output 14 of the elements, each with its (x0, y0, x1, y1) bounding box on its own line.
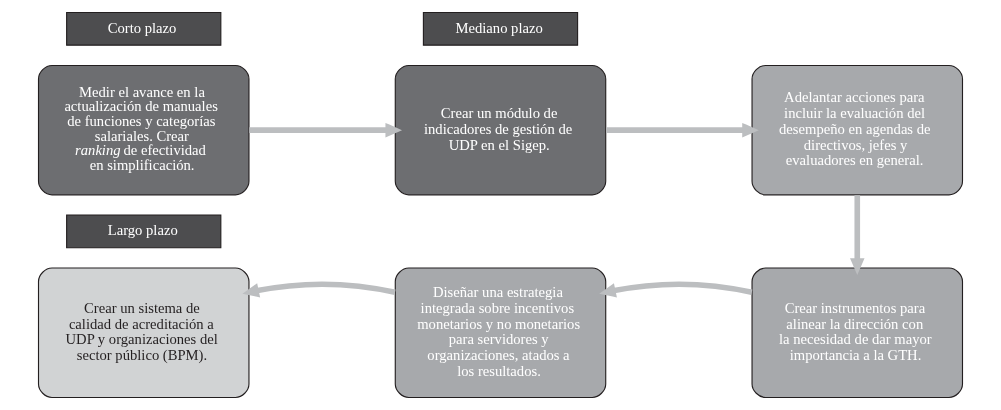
node-box: Corto plazo (66, 12, 222, 46)
node-box: Mediano plazo (422, 12, 579, 46)
arrow (599, 281, 753, 298)
arrow (242, 281, 396, 298)
node-box: Crear instrumentos para alinear la dirección con la necesidad de dar mayor importancia a la GTH. (751, 267, 964, 398)
node-box: Largo plazo (66, 214, 222, 249)
arrow (850, 195, 865, 275)
node-box: Crear un módulo de indicadores de gestión de UDP en el Sigep. (394, 64, 607, 196)
arrow (249, 122, 403, 138)
arrow (606, 122, 759, 138)
node-box: Medir el avance en la actualización de manuales de funciones y categorías salariales. Crear ranking de efectividad en simplificación. (37, 64, 250, 196)
node-box: Adelantar acciones para incluir la evaluación del desempeño en agendas de directivos, jefes y evaluadores en general. (751, 64, 964, 196)
node-box: Crear un sistema de calidad de acreditación a UDP y organizaciones del sector público (BPM). (37, 267, 250, 398)
node-box: Diseñar una estrategia integrada sobre incentivos monetarios y no monetarios para servidores y organizaciones, atados a los resultados. (394, 267, 607, 398)
